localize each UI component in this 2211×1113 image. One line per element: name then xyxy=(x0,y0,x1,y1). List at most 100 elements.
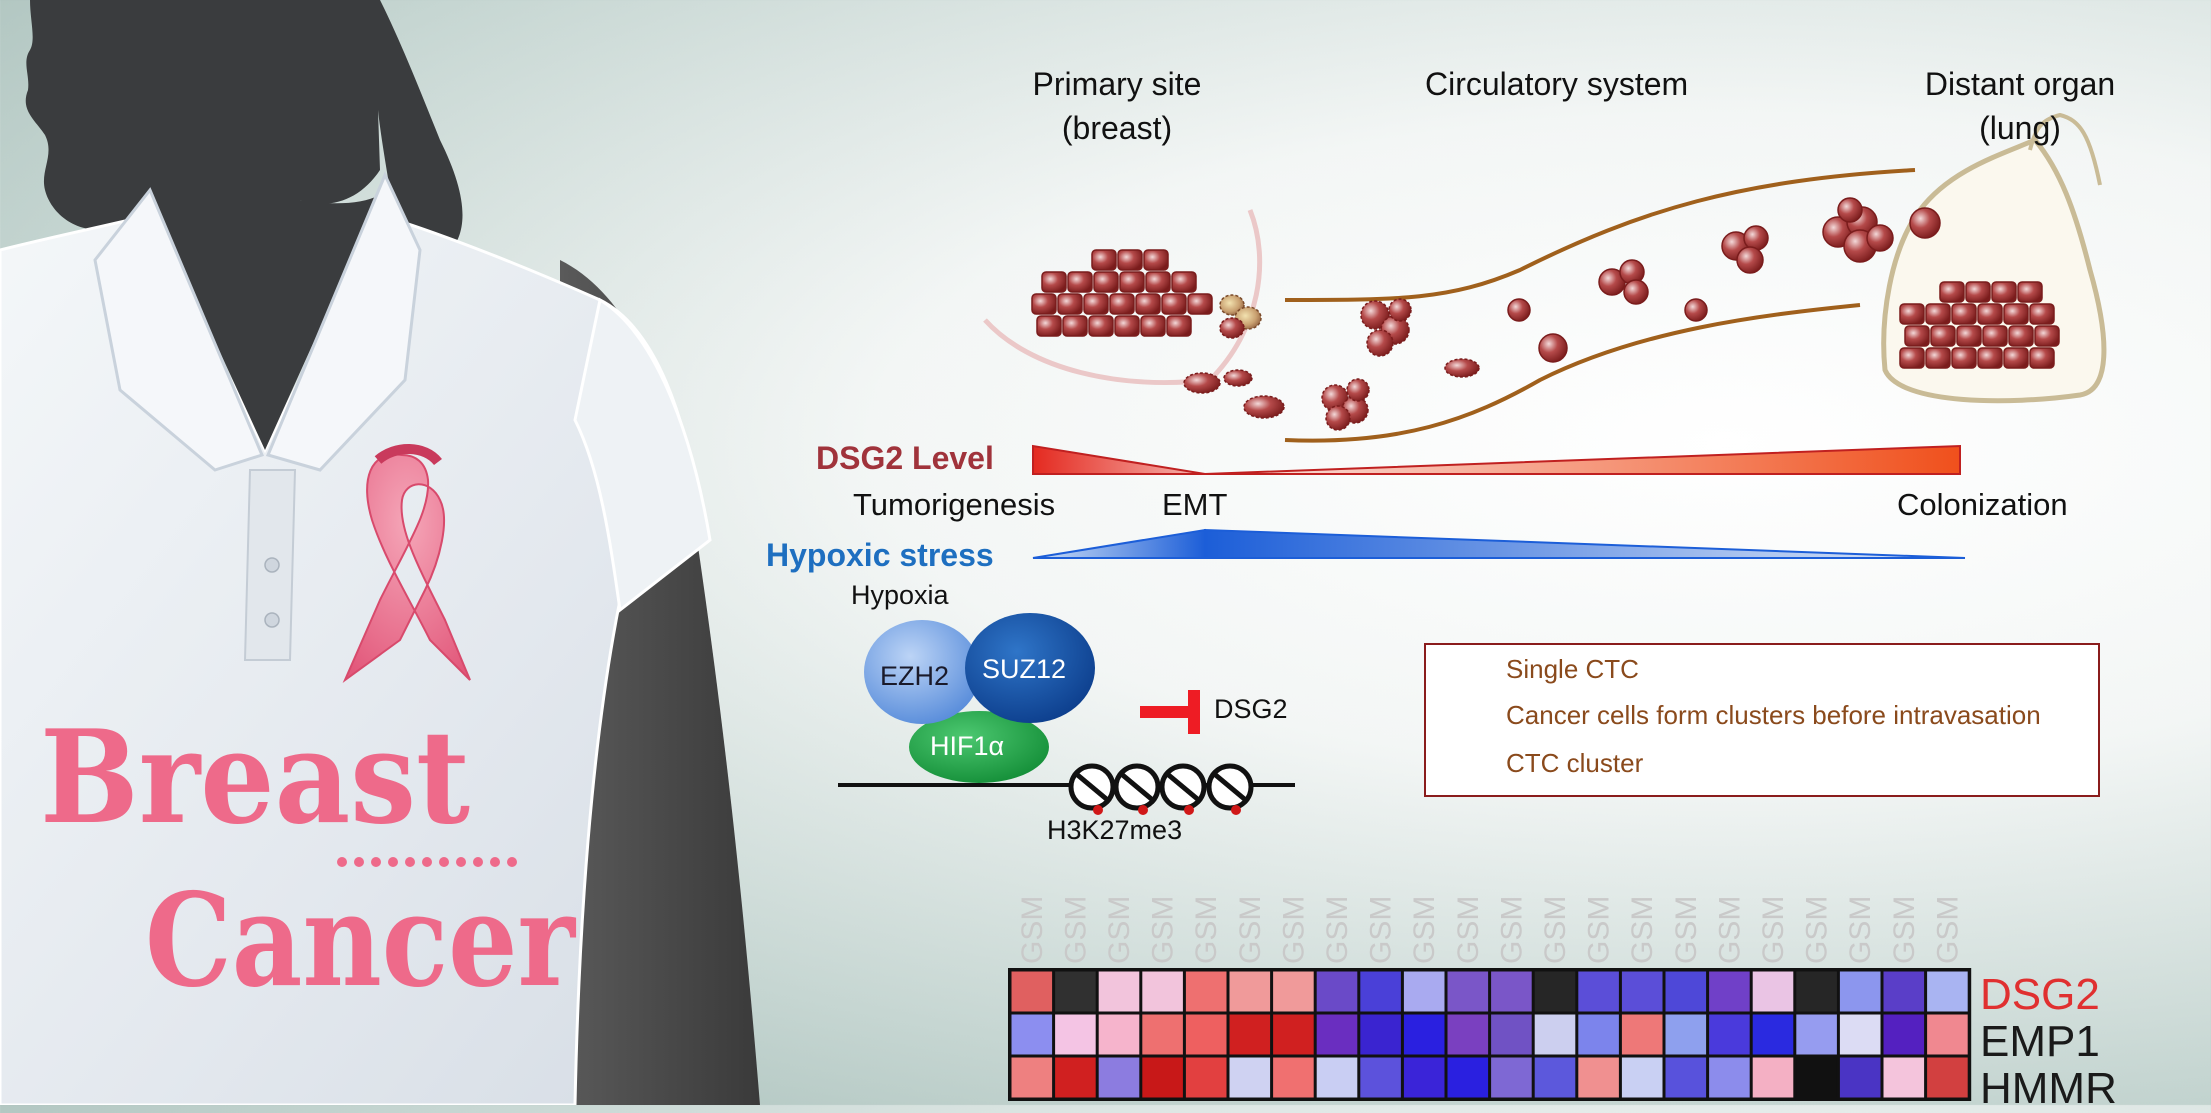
tumor-cell xyxy=(1187,293,1213,315)
heatmap-cell xyxy=(1316,971,1358,1012)
ctc-cluster xyxy=(1598,259,1649,305)
nucleosome xyxy=(1159,763,1207,815)
heatmap-cell xyxy=(1709,1014,1750,1055)
tumor-cell xyxy=(1143,249,1169,271)
ctc-cluster xyxy=(1822,197,1894,263)
tumor-cell xyxy=(2029,347,2055,369)
neck-silhouette xyxy=(150,195,380,450)
heatmap-cell xyxy=(1142,971,1183,1012)
heatmap-cell xyxy=(1752,1057,1794,1098)
ctc-cluster xyxy=(1321,378,1370,431)
collar-left xyxy=(93,187,265,472)
primary-site-label: Primary site (breast) xyxy=(1032,66,1202,146)
heatmap-gene-label-dsg2: DSG2 xyxy=(1980,970,2100,1019)
heatmap-cell xyxy=(1796,1057,1837,1098)
dsg2-gene-label: DSG2 xyxy=(1214,694,1288,724)
tumor-cell xyxy=(1956,325,1982,347)
heatmap-cell xyxy=(1229,1057,1271,1098)
shirt-button xyxy=(264,612,280,628)
tumorigenesis-label: Tumorigenesis xyxy=(853,487,1056,522)
heatmap-sample-label: GSM xyxy=(1583,896,1616,964)
heatmap-cell xyxy=(1839,971,1881,1012)
heatmap-cell xyxy=(1883,1014,1925,1055)
heatmap-cell xyxy=(1839,1057,1881,1098)
heatmap-cell xyxy=(1142,1014,1183,1055)
tumor-cell xyxy=(1031,293,1057,315)
heatmap-cell xyxy=(1011,1057,1053,1098)
methyl-mark xyxy=(1093,805,1103,815)
heatmap-cell xyxy=(1011,1014,1053,1055)
heatmap-cell xyxy=(1883,1057,1925,1098)
heatmap-cell xyxy=(1491,971,1532,1012)
single-ctc xyxy=(1909,207,1941,239)
heatmap-cell xyxy=(1273,971,1314,1012)
heatmap-sample-label: GSM xyxy=(1452,896,1485,964)
legend-single-ctc-label: Single CTC xyxy=(1506,654,1639,684)
heatmap-cell xyxy=(1185,1014,1227,1055)
heatmap-sample-label: GSM xyxy=(1495,896,1528,964)
heatmap-cell xyxy=(1534,1014,1576,1055)
legend-ctc-cluster-label: CTC cluster xyxy=(1506,748,1644,778)
nucleosome-row xyxy=(1068,763,1254,815)
suz12-label: SUZ12 xyxy=(982,654,1066,684)
tumor-cell xyxy=(1067,271,1093,293)
hypoxic-stress-title: Hypoxic stress xyxy=(766,537,994,573)
ctc-cluster xyxy=(1360,298,1412,357)
heatmap-cell xyxy=(1403,1014,1445,1055)
heatmap-cell xyxy=(1709,971,1750,1012)
single-ctc xyxy=(1538,333,1568,363)
heatmap-cell xyxy=(1752,971,1794,1012)
tumor-cell xyxy=(1109,293,1135,315)
heatmap-cell xyxy=(1578,1014,1619,1055)
heatmap-cell xyxy=(1709,1057,1750,1098)
heatmap-sample-label: GSM xyxy=(1234,896,1267,964)
tumor-cell xyxy=(1991,281,2017,303)
tumor-cell xyxy=(2017,281,2043,303)
vessel-wall-top xyxy=(1284,168,1916,302)
tumor-cell xyxy=(1951,347,1977,369)
dsg2-level-title: DSG2 Level xyxy=(816,440,994,476)
pre-intravasation-cluster xyxy=(1219,294,1262,339)
circulatory-system-label: Circulatory system xyxy=(1425,66,1689,102)
heatmap-sample-label: GSM xyxy=(1103,896,1136,964)
legend-box xyxy=(1424,643,2100,797)
tumor-cell xyxy=(1119,271,1145,293)
hif1a-protein xyxy=(909,711,1049,783)
tumor-cell xyxy=(1114,315,1140,337)
heatmap-cell xyxy=(1055,971,1096,1012)
heatmap-sample-label: GSM xyxy=(1147,896,1180,964)
heatmap-sample-label: GSM xyxy=(1190,896,1223,964)
tumor-cell xyxy=(1140,315,1166,337)
heatmap-cell xyxy=(1621,1057,1663,1098)
heatmap-cell xyxy=(1578,1057,1619,1098)
tumor-cell xyxy=(1977,303,2003,325)
tumor-cell xyxy=(1977,347,2003,369)
heatmap-sample-label: GSM xyxy=(1365,896,1398,964)
metastasis-schematic xyxy=(983,112,2107,443)
tumor-cell xyxy=(1925,303,1951,325)
tumor-cell xyxy=(1041,271,1067,293)
heatmap-cell xyxy=(1098,971,1140,1012)
poster-title-line2: Cancer xyxy=(145,866,576,1016)
heatmap-cell xyxy=(1142,1057,1183,1098)
heatmap-cell xyxy=(1229,1014,1271,1055)
heatmap-sample-label: GSM xyxy=(1844,896,1877,964)
sleeve-shape xyxy=(573,297,712,613)
trachea xyxy=(2028,112,2102,186)
heatmap-cell xyxy=(1621,1014,1663,1055)
heatmap-cell xyxy=(1098,1057,1140,1098)
heatmap-cell xyxy=(1316,1014,1358,1055)
hypoxia-label: Hypoxia xyxy=(851,580,949,610)
tumor-cell xyxy=(1036,315,1062,337)
distant-organ-label: Distant organ (lung) xyxy=(1924,66,2116,146)
nucleosome xyxy=(1206,763,1254,815)
heatmap-cell xyxy=(1229,971,1271,1012)
heatmap-sample-label: GSM xyxy=(1931,896,1964,964)
colonization-label: Colonization xyxy=(1897,487,2068,522)
heatmap-cell xyxy=(1403,971,1445,1012)
hypoxic-stress-gradient xyxy=(1032,528,1966,559)
tumor-cell xyxy=(2008,325,2034,347)
heatmap-cell xyxy=(1491,1014,1532,1055)
single-ctc-group xyxy=(1507,207,1941,363)
